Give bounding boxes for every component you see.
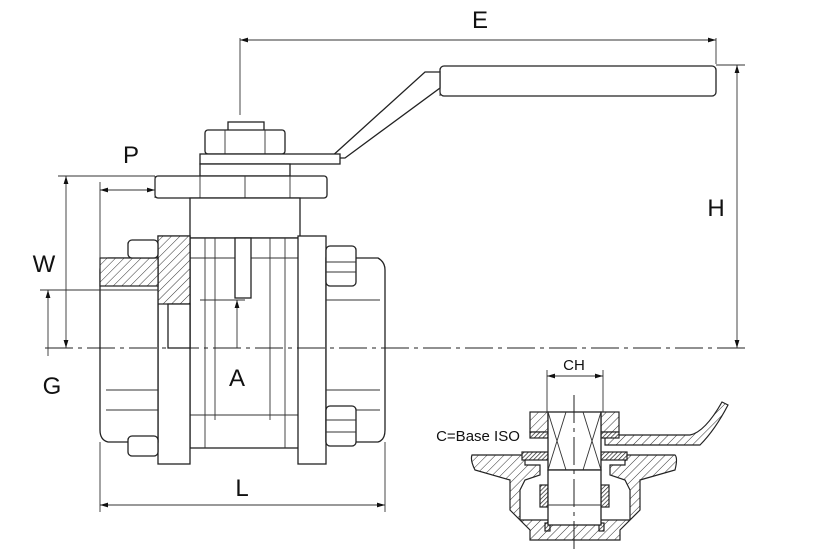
dimension-G: G bbox=[40, 289, 158, 400]
right-end-cap bbox=[325, 257, 386, 443]
label-A: A bbox=[229, 365, 245, 392]
bolts bbox=[127, 239, 357, 457]
dimension-E: E bbox=[239, 7, 717, 115]
dimension-A: A bbox=[200, 299, 245, 392]
label-G: G bbox=[43, 373, 62, 400]
valve-body bbox=[189, 197, 301, 449]
label-H: H bbox=[707, 195, 724, 222]
dimension-L: L bbox=[99, 442, 386, 512]
left-flange bbox=[157, 235, 191, 465]
dimension-H: H bbox=[707, 64, 745, 348]
left-end-cap bbox=[99, 257, 159, 443]
label-E: E bbox=[472, 7, 488, 34]
label-CH: CH bbox=[563, 357, 585, 374]
label-P: P bbox=[123, 142, 139, 169]
stem-detail-section: CH C=Base ISO bbox=[436, 357, 729, 550]
dimension-P: P bbox=[99, 142, 156, 258]
mounting-pad bbox=[154, 175, 328, 199]
handle-lever bbox=[328, 65, 717, 159]
right-flange bbox=[297, 235, 327, 465]
dimension-W: W bbox=[33, 175, 155, 348]
stem-nut bbox=[199, 121, 341, 177]
label-L: L bbox=[235, 475, 248, 502]
label-base-iso: C=Base ISO bbox=[436, 428, 520, 445]
label-W: W bbox=[33, 251, 56, 278]
